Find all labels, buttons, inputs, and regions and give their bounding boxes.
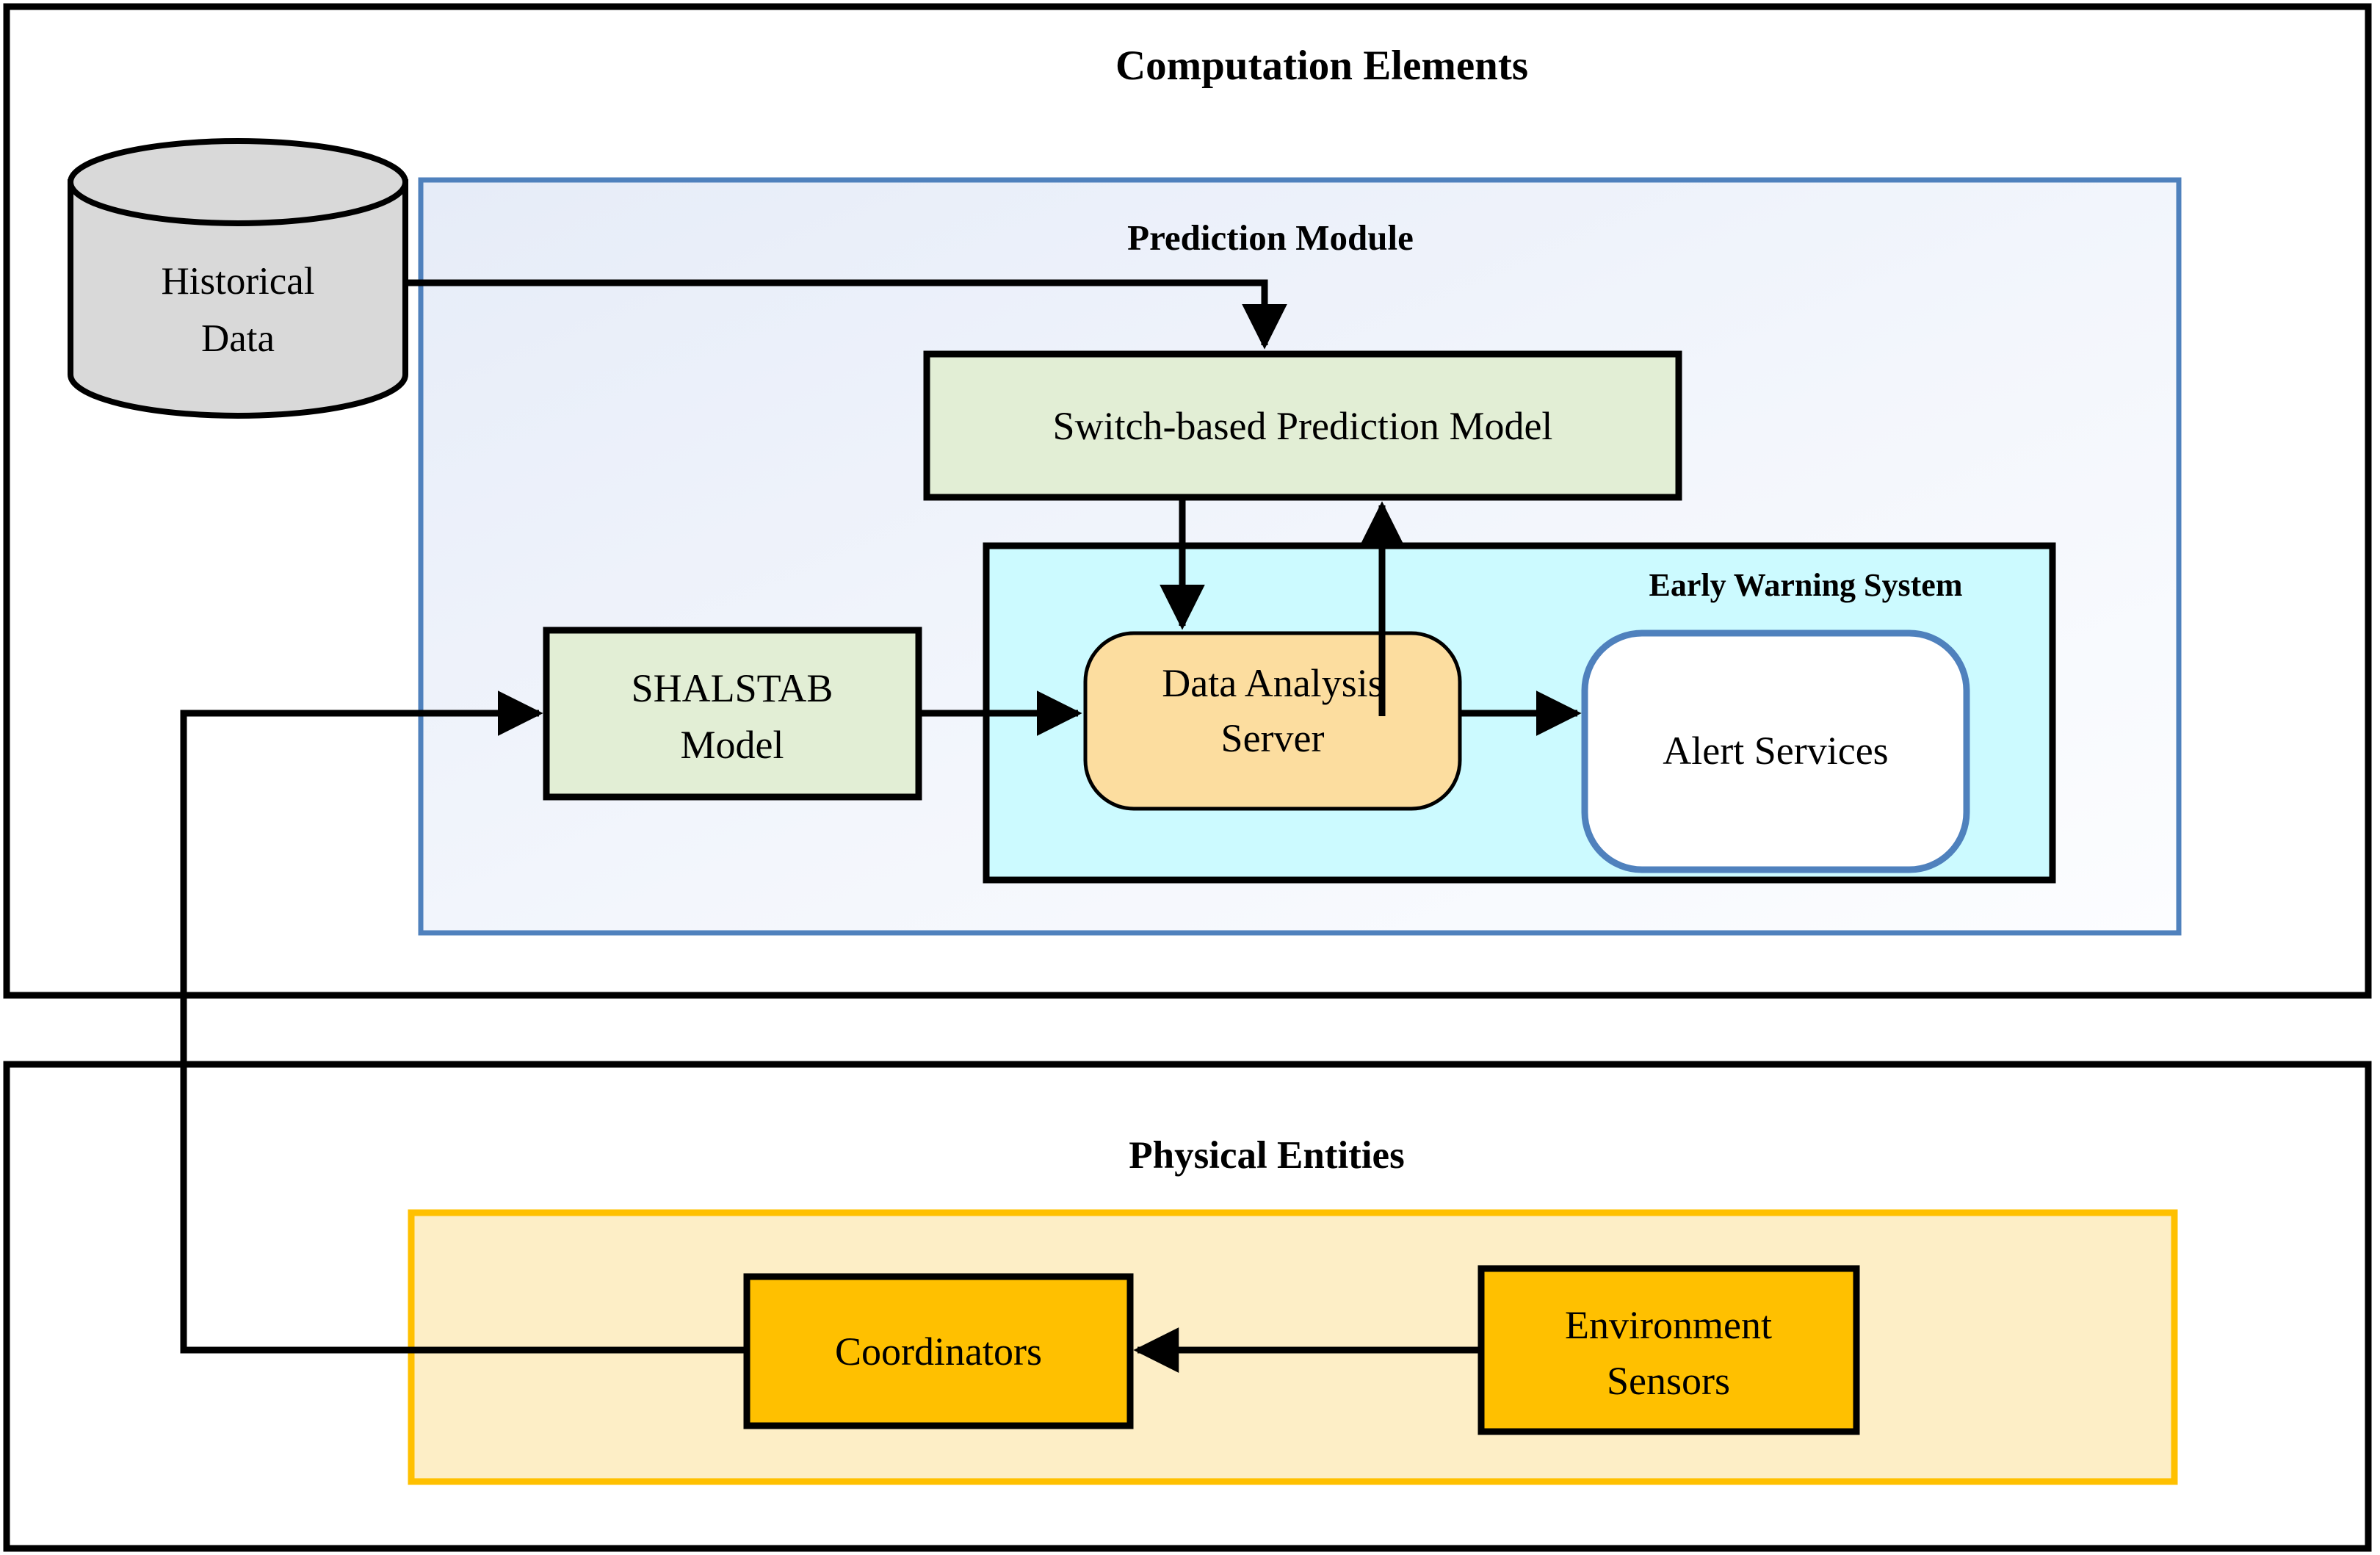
shalstab-model-box (543, 627, 922, 801)
data-analysis-server-box (1083, 631, 1462, 811)
node-alert-services[interactable]: Alert Services (1581, 629, 1970, 873)
panel-computation-elements (3, 3, 2372, 999)
node-historical-data[interactable]: Historical Data (68, 138, 408, 419)
historical-data-label-line1: Historical (162, 260, 315, 303)
node-switch-based-prediction-model[interactable]: Switch-based Prediction Model (923, 350, 1682, 501)
panel-title-computation-elements: Computation Elements (1115, 43, 1528, 89)
switch-based-prediction-model-box (923, 350, 1682, 501)
node-coordinators[interactable]: Coordinators (743, 1273, 1134, 1429)
edge-historical-to-prediction-model (405, 279, 1287, 350)
node-data-analysis-server[interactable]: Data Analysis Server (1083, 631, 1462, 811)
data-analysis-server-label-line1: Data Analysis (1162, 661, 1383, 705)
alert-services-box (1581, 629, 1970, 873)
node-environment-sensors[interactable]: Environment Sensors (1477, 1265, 1860, 1435)
alert-services-label: Alert Services (1663, 729, 1888, 773)
group-title-early-warning-system: Early Warning System (1649, 567, 1962, 603)
cylinder-body (68, 179, 408, 419)
coordinators-label: Coordinators (835, 1329, 1042, 1374)
panel-physical-entities (3, 1061, 2372, 1552)
switch-based-prediction-model-label: Switch-based Prediction Model (1053, 404, 1553, 448)
environment-sensors-label-line1: Environment (1565, 1303, 1772, 1347)
panel-title-physical-entities: Physical Entities (1129, 1134, 1404, 1177)
cylinder-top (68, 138, 408, 226)
node-shalstab-model[interactable]: SHALSTAB Model (543, 627, 922, 801)
historical-data-label-line2: Data (201, 317, 275, 360)
environment-sensors-label-line2: Sensors (1607, 1359, 1730, 1403)
data-analysis-server-label-line2: Server (1221, 716, 1325, 760)
shalstab-model-label-line2: Model (681, 723, 784, 767)
coordinators-box (743, 1273, 1134, 1429)
group-title-prediction-module: Prediction Module (1127, 217, 1414, 258)
edge-coordinators-to-shalstab (180, 690, 747, 1354)
shalstab-model-label-line1: SHALSTAB (632, 666, 833, 710)
environment-sensors-box (1477, 1265, 1860, 1435)
